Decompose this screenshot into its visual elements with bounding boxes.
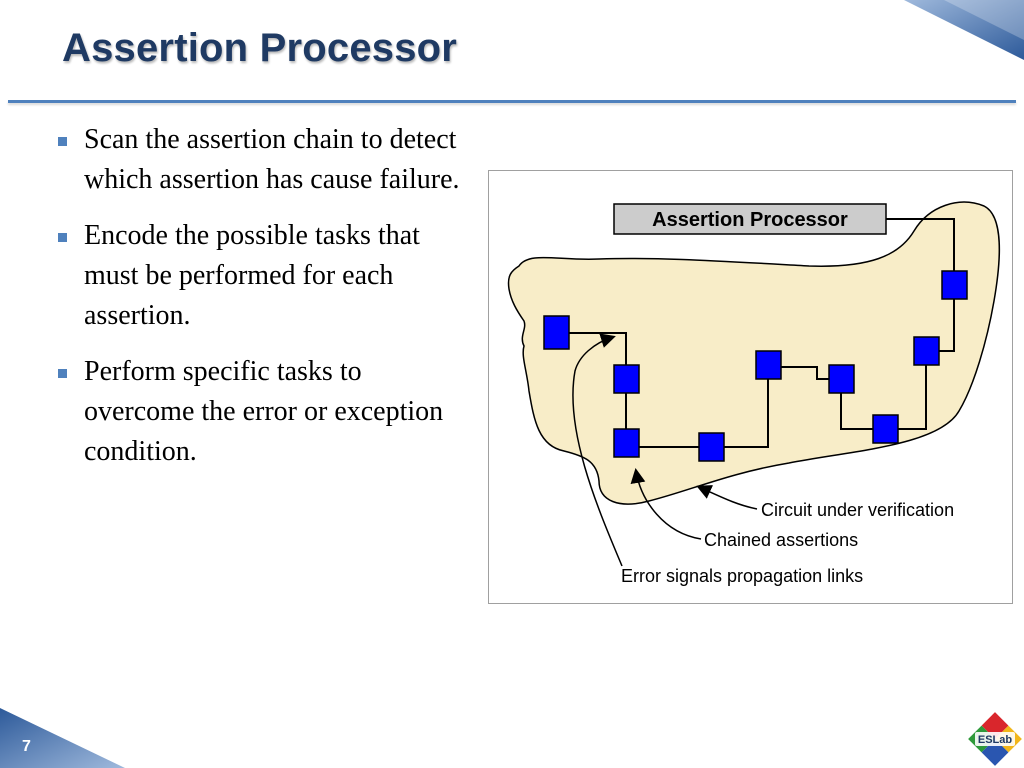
assertion-chain-link (886, 218, 955, 285)
assertion-processor-diagram: Assertion Processor Circuit under verifi… (488, 170, 1013, 604)
bullet-item: Scan the assertion chain to detect which… (56, 120, 476, 200)
assertion-processor-box (613, 203, 887, 235)
logo-text: ESLab (978, 734, 1013, 746)
corner-decoration-top-right (904, 0, 1024, 60)
bullet-list: Scan the assertion chain to detect which… (56, 120, 476, 488)
page-number: 7 (22, 738, 31, 755)
assertion-node (828, 364, 855, 394)
bullet-item: Encode the possible tasks that must be p… (56, 216, 476, 336)
chained-assertions-label: Chained assertions (704, 530, 858, 550)
error-links-pointer-arrow (572, 333, 623, 567)
bullet-square-icon (58, 369, 67, 378)
slide-title: Assertion Processor (62, 26, 458, 70)
eslab-logo: ESLab (968, 712, 1022, 766)
corner-decoration-bottom-left (0, 708, 125, 768)
bullet-text: Perform specific tasks to overcome the e… (84, 356, 444, 467)
assertion-chain-link (711, 367, 769, 448)
assertion-chain-link (556, 332, 627, 379)
bullet-text: Scan the assertion chain to detect which… (84, 124, 460, 195)
assertion-chain-link (840, 379, 885, 430)
error-links-label: Error signals propagation links (621, 566, 863, 586)
bullet-item: Perform specific tasks to overcome the e… (56, 352, 476, 472)
bullet-square-icon (58, 137, 67, 146)
bullet-square-icon (58, 233, 67, 242)
circuit-pointer-arrow (696, 485, 758, 510)
chained-pointer-arrow (630, 468, 702, 540)
assertion-node (613, 364, 640, 394)
assertion-node (613, 428, 640, 458)
assertion-node (913, 336, 940, 366)
assertion-node (872, 414, 899, 444)
diagram-canvas: Assertion Processor Circuit under verifi… (507, 201, 1001, 586)
circuit-label: Circuit under verification (761, 500, 954, 520)
assertion-node (543, 315, 570, 350)
assertion-node (941, 270, 968, 300)
assertion-node (755, 350, 782, 380)
assertion-processor-label: Assertion Processor (652, 209, 848, 231)
assertion-node (698, 432, 725, 462)
title-divider (8, 100, 1016, 103)
bullet-text: Encode the possible tasks that must be p… (84, 220, 420, 331)
